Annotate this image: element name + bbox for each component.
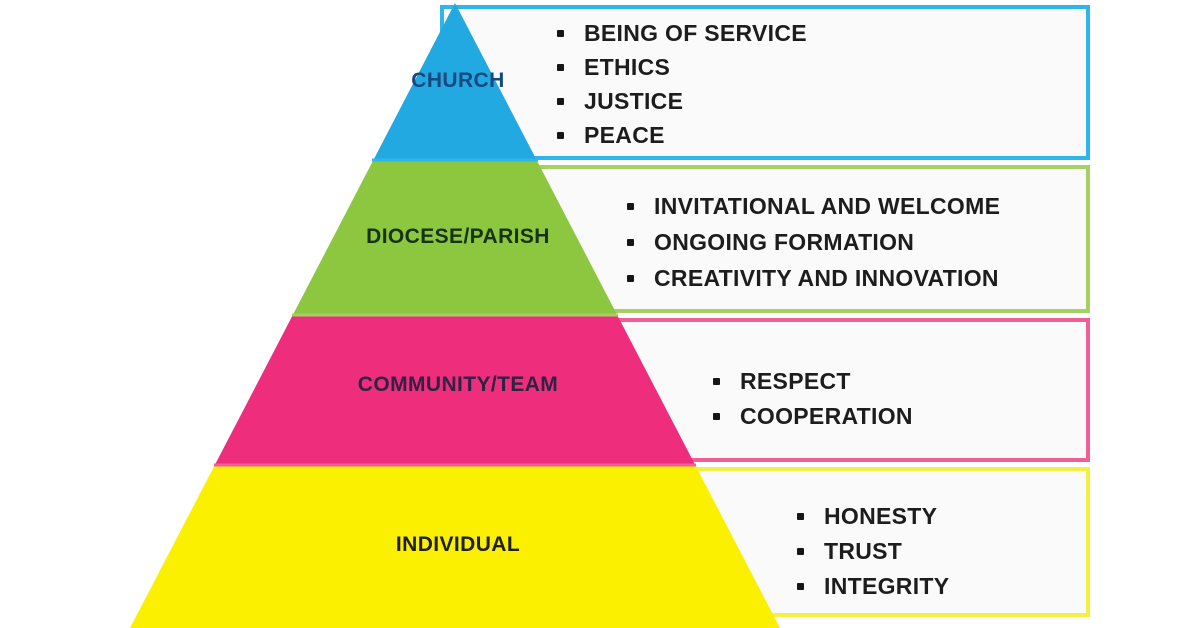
value-text: COOPERATION <box>740 403 913 429</box>
value-text: ONGOING FORMATION <box>654 228 915 255</box>
church-values-list: BEING OF SERVICE ETHICS JUSTICE PEACE <box>557 16 807 152</box>
list-item: PEACE <box>557 118 807 152</box>
value-text: TRUST <box>824 538 903 564</box>
value-text: BEING OF SERVICE <box>584 19 807 46</box>
list-item: CREATIVITY AND INNOVATION <box>627 260 1000 296</box>
bullet-icon <box>627 238 634 246</box>
list-item: HONESTY <box>797 499 949 534</box>
bullet-icon <box>557 97 564 105</box>
community-team-values-box <box>600 318 1090 462</box>
bullet-icon <box>797 513 804 520</box>
tier-label-diocese-parish: DIOCESE/PARISH <box>366 225 550 248</box>
diocese-parish-values-box <box>520 165 1090 313</box>
pyramid-tier-community-team <box>214 315 696 465</box>
bullet-icon <box>627 202 634 210</box>
value-text: JUSTICE <box>584 87 684 114</box>
bullet-icon <box>713 413 720 420</box>
tier-label-individual: INDIVIDUAL <box>395 533 521 556</box>
tier-label-church: CHURCH <box>411 69 505 92</box>
value-text: HONESTY <box>824 503 938 529</box>
list-item: INVITATIONAL AND WELCOME <box>627 188 1000 224</box>
tier-label-community-team: COMMUNITY/TEAM <box>357 373 559 396</box>
bullet-icon <box>797 583 804 590</box>
church-values-box <box>440 5 1090 160</box>
list-item: RESPECT <box>713 364 913 399</box>
value-text: INTEGRITY <box>824 573 950 599</box>
value-text: RESPECT <box>740 368 851 394</box>
pyramid-tier-individual <box>130 465 780 628</box>
list-item: BEING OF SERVICE <box>557 16 807 50</box>
value-text: CREATIVITY AND INNOVATION <box>654 264 999 291</box>
diocese-parish-values-list: INVITATIONAL AND WELCOME ONGOING FORMATI… <box>627 188 1000 296</box>
bullet-icon <box>557 29 564 37</box>
bullet-icon <box>557 63 564 71</box>
community-team-values-list: RESPECT COOPERATION <box>713 364 913 434</box>
list-item: JUSTICE <box>557 84 807 118</box>
bullet-icon <box>797 548 804 555</box>
list-item: TRUST <box>797 534 949 569</box>
value-text: INVITATIONAL AND WELCOME <box>654 192 1001 219</box>
value-text: ETHICS <box>584 53 671 80</box>
individual-values-list: HONESTY TRUST INTEGRITY <box>797 499 949 604</box>
bullet-icon <box>627 274 634 282</box>
list-item: ETHICS <box>557 50 807 84</box>
value-text: PEACE <box>584 121 665 148</box>
bullet-icon <box>557 131 564 139</box>
pyramid-tier-church <box>373 3 537 160</box>
list-item: ONGOING FORMATION <box>627 224 1000 260</box>
bullet-icon <box>713 378 720 385</box>
pyramid-tier-diocese-parish <box>292 160 618 315</box>
list-item: COOPERATION <box>713 399 913 434</box>
list-item: INTEGRITY <box>797 569 949 604</box>
